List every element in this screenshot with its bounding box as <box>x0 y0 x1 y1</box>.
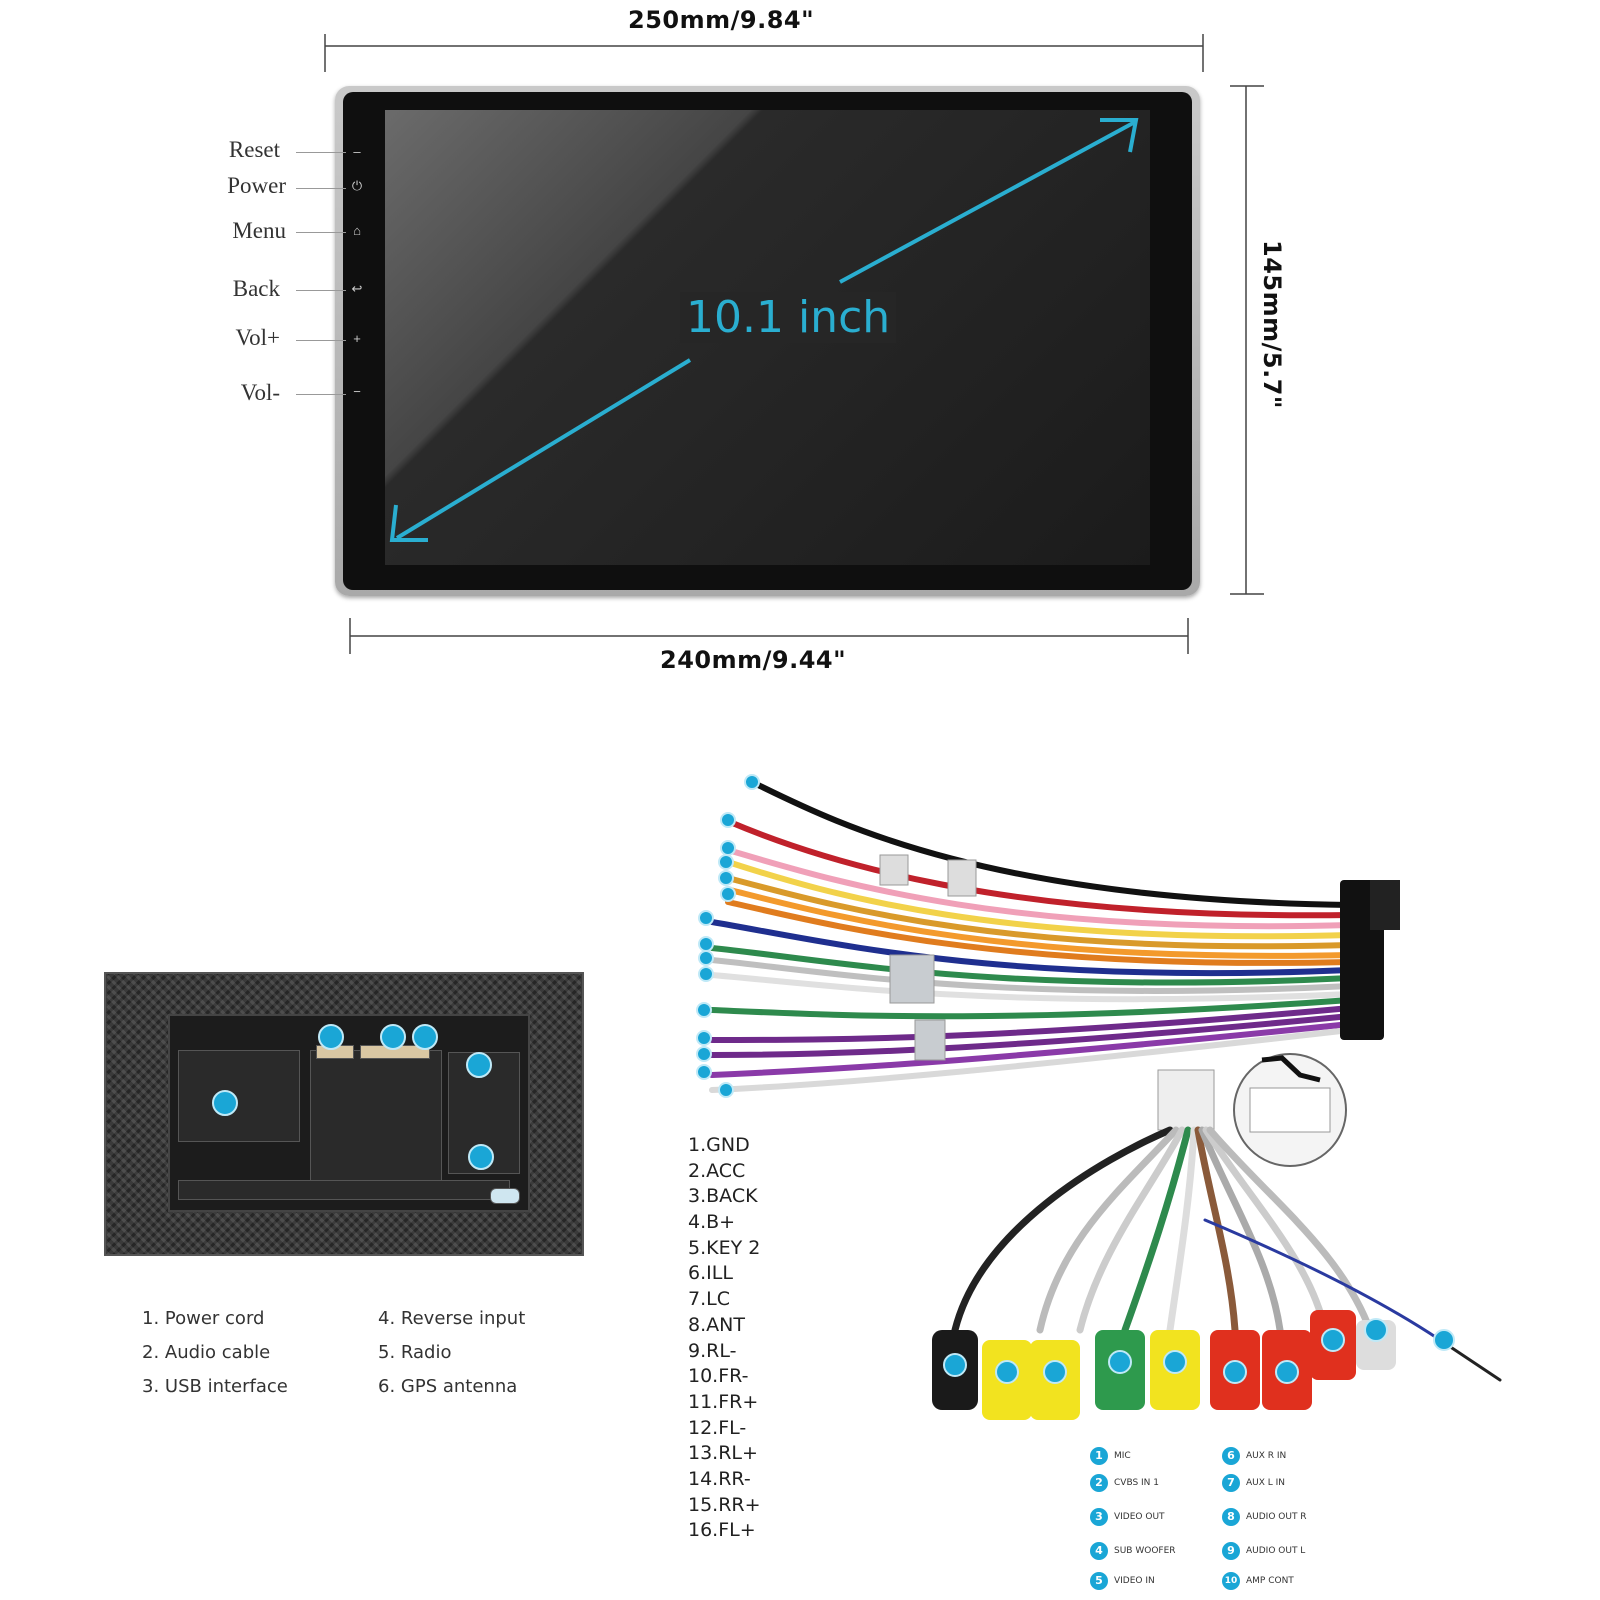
leader-line <box>296 290 346 291</box>
pin-item: 1.GND <box>688 1134 750 1156</box>
leader-line <box>296 340 346 341</box>
legend-label: AUX R IN <box>1246 1451 1287 1461</box>
leader-line <box>296 152 346 153</box>
marker-power-cord <box>212 1090 238 1116</box>
port-item: 5. Radio <box>378 1342 452 1363</box>
pin-item: 4.B+ <box>688 1211 736 1234</box>
button-label-vol-down: Vol- <box>240 380 280 405</box>
button-label-back: Back <box>232 276 280 301</box>
legend-number: 4 <box>1090 1542 1108 1560</box>
legend-label: AUDIO OUT L <box>1246 1546 1306 1556</box>
leader-line <box>296 394 346 395</box>
pin-item: 2.ACC <box>688 1159 746 1182</box>
legend-number: 3 <box>1090 1508 1108 1526</box>
legend-item: 3 VIDEO OUT <box>1090 1508 1165 1526</box>
pin-item: 6.ILL <box>688 1262 733 1285</box>
pin-item: 11.FR+ <box>688 1390 759 1413</box>
legend-item: 7 AUX L IN <box>1222 1474 1285 1492</box>
pin-item: 16.FL+ <box>688 1519 756 1542</box>
pin-item: 3.BACK <box>688 1185 758 1208</box>
pin-item: 12.FL- <box>688 1416 747 1439</box>
legend-number: 5 <box>1090 1572 1108 1590</box>
gps-port <box>490 1188 520 1204</box>
marker-gps <box>468 1144 494 1170</box>
screen-size-label: 10.1 inch <box>680 292 897 343</box>
pin-item: 10.FR- <box>688 1365 749 1388</box>
leader-line <box>296 232 346 233</box>
legend-label: AMP CONT <box>1246 1576 1294 1586</box>
pin-item: 8.ANT <box>688 1313 745 1336</box>
marker-usb <box>318 1024 344 1050</box>
pin-item: 5.KEY 2 <box>688 1236 761 1259</box>
legend-number: 8 <box>1222 1508 1240 1526</box>
dimension-lines <box>324 34 1264 654</box>
legend-item: 8 AUDIO OUT R <box>1222 1508 1307 1526</box>
back-icon[interactable]: ↩ <box>351 281 363 296</box>
legend-number: 7 <box>1222 1474 1240 1492</box>
port-item: 1. Power cord <box>142 1308 265 1329</box>
port-item: 3. USB interface <box>142 1376 288 1397</box>
legend-item: 4 SUB WOOFER <box>1090 1542 1176 1560</box>
port-item: 6. GPS antenna <box>378 1376 518 1397</box>
legend-label: SUB WOOFER <box>1114 1546 1176 1556</box>
leader-line <box>296 188 346 189</box>
main-connector-block <box>310 1050 442 1182</box>
pin-item: 9.RL- <box>688 1339 737 1362</box>
legend-label: VIDEO OUT <box>1114 1512 1165 1522</box>
pin-item: 7.LC <box>688 1288 730 1311</box>
legend-item: 9 AUDIO OUT L <box>1222 1542 1305 1560</box>
button-label-menu: Menu <box>232 218 286 243</box>
pin-item: 13.RL+ <box>688 1442 758 1465</box>
bottom-width-dimension: 240mm/9.44" <box>660 646 847 674</box>
volume-up-icon[interactable]: + <box>353 331 361 346</box>
legend-item: 6 AUX R IN <box>1222 1447 1286 1465</box>
legend-number: 2 <box>1090 1474 1108 1492</box>
button-label-power: Power <box>227 173 286 198</box>
volume-down-icon[interactable]: − <box>353 384 361 399</box>
marker-reverse <box>412 1024 438 1050</box>
port-item: 2. Audio cable <box>142 1342 271 1363</box>
legend-item: 10 AMP CONT <box>1222 1572 1294 1590</box>
harness-pin-list: 1.GND 2.ACC 3.BACK 4.B+ 5.KEY 2 6.ILL 7.… <box>688 1133 761 1544</box>
legend-number: 6 <box>1222 1447 1240 1465</box>
legend-item: 5 VIDEO IN <box>1090 1572 1155 1590</box>
legend-label: MIC <box>1114 1451 1131 1461</box>
power-connector <box>178 1050 300 1142</box>
legend-label: AUDIO OUT R <box>1246 1512 1307 1522</box>
top-width-dimension: 250mm/9.84" <box>628 6 815 34</box>
marker-audio <box>380 1024 406 1050</box>
button-label-vol-up: Vol+ <box>235 325 280 350</box>
pin-item: 15.RR+ <box>688 1493 761 1516</box>
button-label-reset: Reset <box>228 137 280 162</box>
reset-button[interactable]: – <box>353 144 361 159</box>
legend-label: VIDEO IN <box>1114 1576 1155 1586</box>
marker-radio <box>466 1052 492 1078</box>
legend-label: AUX L IN <box>1246 1478 1286 1488</box>
legend-item: 1 MIC <box>1090 1447 1131 1465</box>
power-icon[interactable]: ⏻ <box>351 178 363 193</box>
pin-item: 14.RR- <box>688 1467 751 1490</box>
legend-item: 2 CVBS IN 1 <box>1090 1474 1159 1492</box>
legend-number: 1 <box>1090 1447 1108 1465</box>
home-icon[interactable]: ⌂ <box>353 223 361 238</box>
diagonal-arrow-icon <box>389 118 1139 542</box>
legend-number: 9 <box>1222 1542 1240 1560</box>
port-item: 4. Reverse input <box>378 1308 526 1329</box>
legend-label: CVBS IN 1 <box>1114 1478 1160 1488</box>
legend-number: 10 <box>1222 1572 1240 1590</box>
